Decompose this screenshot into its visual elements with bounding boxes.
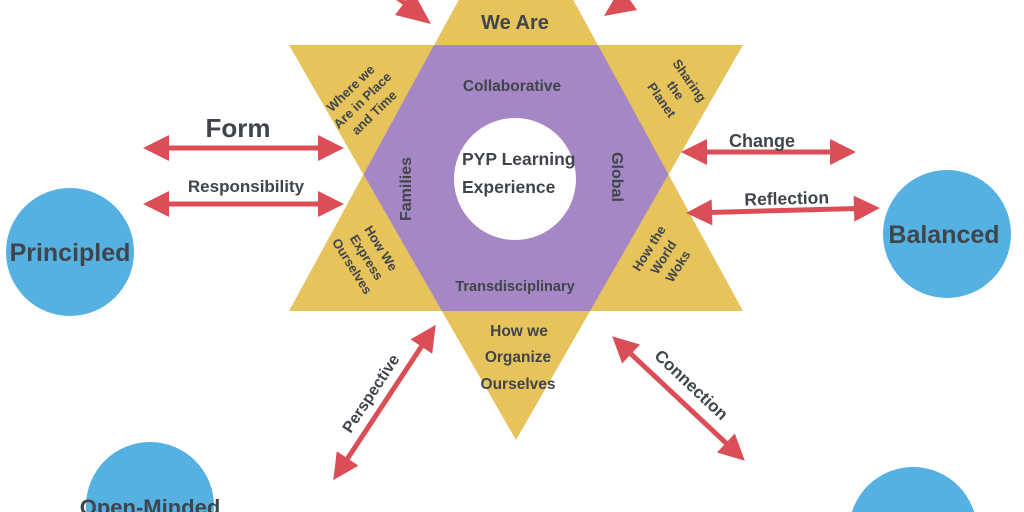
responsibility-double-arrow [143, 191, 344, 217]
arrow-head-left [143, 135, 169, 161]
center-label-line1: PYP Learning [462, 149, 575, 169]
concept-form-label: Form [206, 113, 271, 143]
form-double-arrow [143, 135, 344, 161]
arrow-head-right [830, 139, 856, 165]
concept-reflection-label: Reflection [744, 187, 829, 209]
bottom-right-circle [851, 467, 975, 512]
change-double-arrow [681, 139, 856, 165]
concept-change-label: Change [729, 131, 795, 151]
arrow-shaft [343, 341, 426, 464]
hexagram-star [289, 0, 743, 440]
concept-responsibility-label: Responsibility [188, 177, 305, 196]
arrow-head-left [333, 451, 359, 481]
connection-double-arrow: Connection [612, 336, 745, 461]
hexagon-families-label: Families [398, 157, 415, 221]
hexagon-transdisciplinary-label: Transdisciplinary [455, 279, 574, 295]
arrow-head-left [686, 199, 713, 226]
center-circle [454, 118, 576, 240]
principled-label: Principled [10, 239, 131, 267]
arrow-head-left [143, 191, 169, 217]
arrow-head-right [318, 191, 344, 217]
unit-we-are-label: We Are [481, 12, 549, 34]
hexagon-global-label: Global [608, 152, 625, 202]
arrow-head [395, 0, 431, 24]
arrow-shaft [396, 0, 408, 7]
arrow-shaft [626, 349, 731, 448]
balanced-circle [883, 170, 1011, 298]
top-right-partial-arrow [604, 0, 637, 16]
arrow-head-left [612, 336, 641, 364]
arrow-head-right [716, 433, 745, 461]
top-left-partial-arrow [395, 0, 431, 24]
hexagon-collaborative-label: Collaborative [463, 78, 562, 95]
unit-organize-ourselves-line1: How we [490, 323, 548, 340]
perspective-double-arrow: Perspective [333, 324, 436, 481]
arrow-head-right [318, 135, 344, 161]
principled-circle [6, 188, 134, 316]
arrow-shaft [707, 206, 859, 215]
reflection-double-arrow: Reflection [686, 187, 880, 226]
center-label-line2: Experience [462, 177, 556, 197]
open-minded-circle [86, 442, 214, 512]
unit-organize-ourselves-label: How we Organize Ourselves [481, 323, 556, 393]
arrow-head-right [410, 324, 436, 354]
arrow-head [604, 0, 637, 16]
arrow-head-right [853, 195, 880, 222]
open-minded-label: Open-Minded [80, 495, 221, 512]
balanced-label: Balanced [888, 221, 999, 249]
unit-organize-ourselves-line2: Organize [485, 349, 552, 366]
unit-organize-ourselves-line3: Ourselves [481, 376, 556, 393]
arrow-head-left [681, 139, 707, 165]
